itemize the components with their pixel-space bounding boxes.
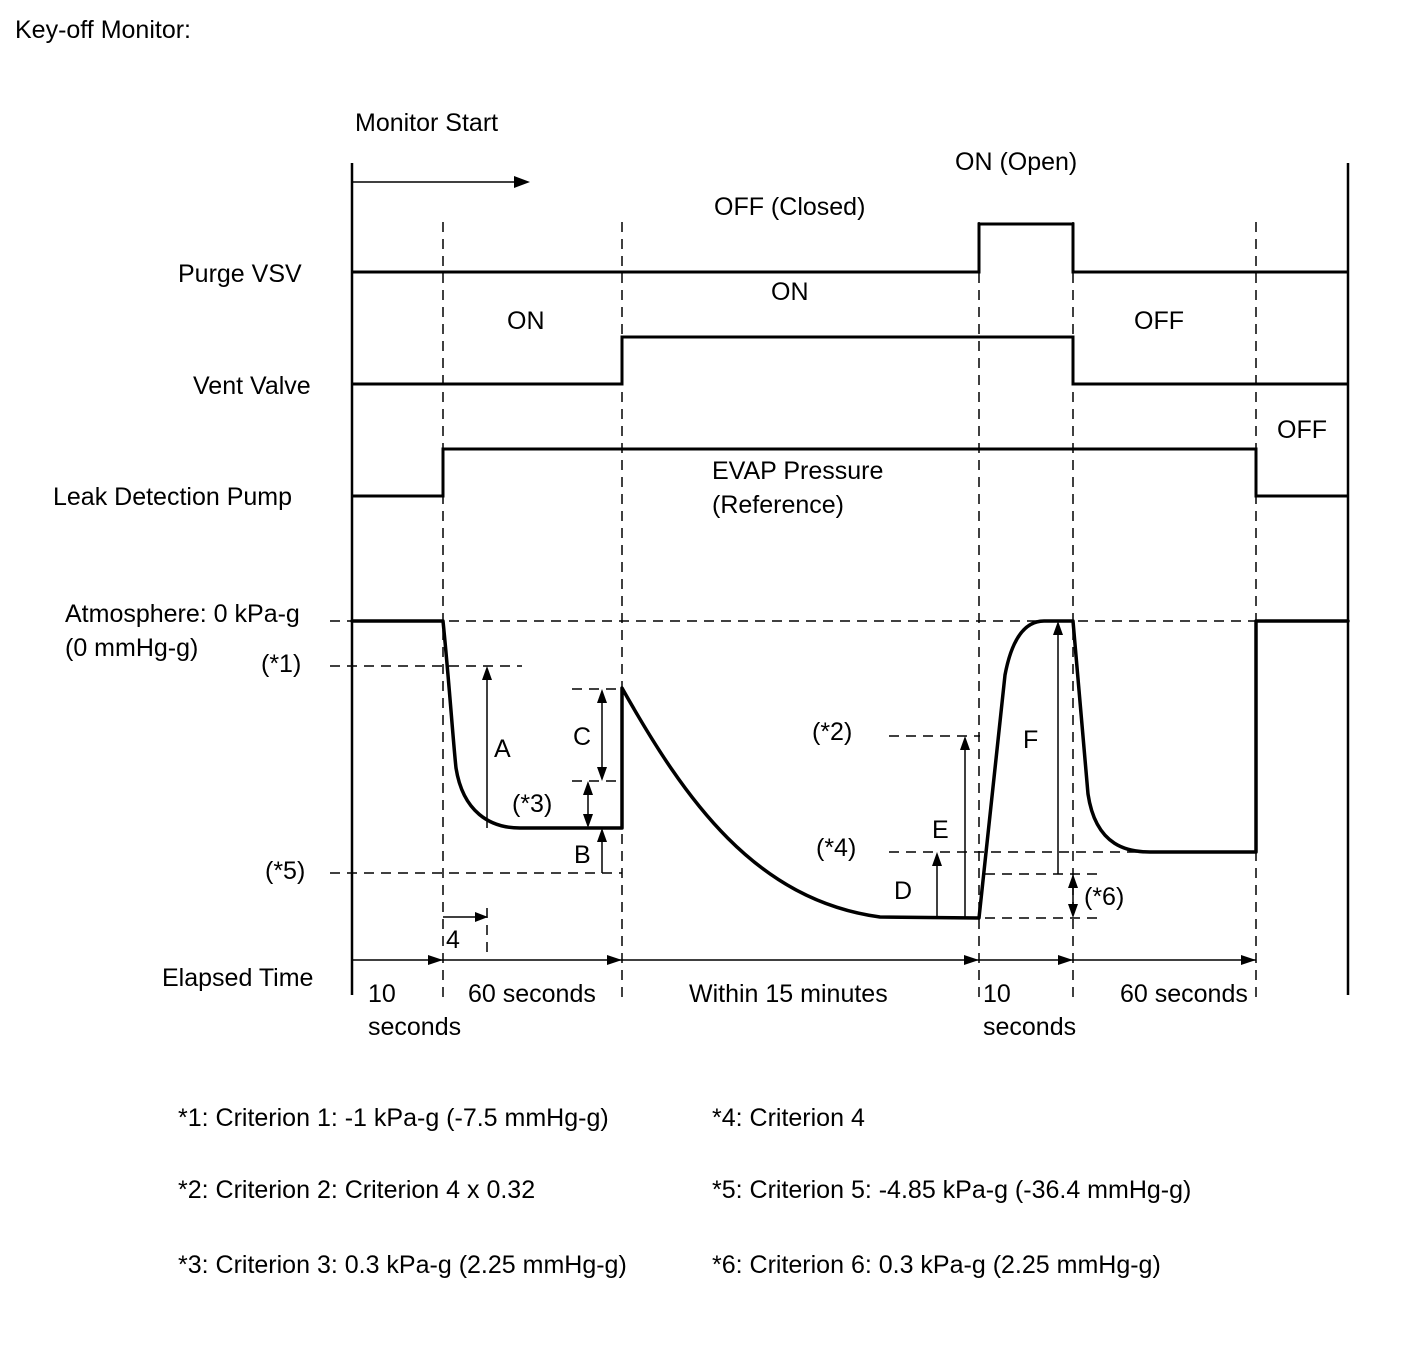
vent-valve-on-label-2: ON: [771, 278, 809, 306]
arrow-a-head: [482, 666, 492, 680]
elapsed-seg2: 60 seconds: [468, 980, 596, 1008]
marker-f: F: [1023, 726, 1038, 754]
marker-criterion-4: (*4): [816, 834, 856, 862]
elapsed-arrowhead-1: [428, 955, 443, 965]
purge-vsv-signal: [352, 222, 1348, 274]
elapsed-arrowhead-3: [964, 955, 979, 965]
arrow-criterion-6-head-top: [1068, 874, 1078, 888]
vent-valve-off-label: OFF: [1134, 307, 1184, 335]
marker-d: D: [894, 877, 912, 905]
marker-criterion-5: (*5): [265, 857, 305, 885]
marker-criterion-3: (*3): [512, 790, 552, 818]
marker-a: A: [494, 735, 511, 763]
vent-valve-signal: [352, 335, 1348, 386]
elapsed-seg4-value: 10: [983, 980, 1011, 1008]
delay-arrowhead: [475, 912, 488, 922]
arrow-c-head-top: [597, 689, 607, 703]
note-criterion-4: *4: Criterion 4: [712, 1104, 865, 1132]
monitor-start-label: Monitor Start: [355, 109, 498, 137]
arrow-criterion-3-head-top: [583, 781, 593, 795]
diagram-title: Key-off Monitor:: [15, 16, 191, 44]
marker-c: C: [573, 723, 591, 751]
elapsed-seg1-value: 10: [368, 980, 396, 1008]
atmosphere-label: Atmosphere: 0 kPa-g: [65, 600, 300, 628]
leak-detection-pump-off-label: OFF: [1277, 416, 1327, 444]
note-criterion-6: *6: Criterion 6: 0.3 kPa-g (2.25 mmHg-g): [712, 1251, 1161, 1279]
purge-vsv-on-label: ON (Open): [955, 148, 1077, 176]
atmosphere-unit-label: (0 mmHg-g): [65, 634, 198, 662]
note-criterion-2: *2: Criterion 2: Criterion 4 x 0.32: [178, 1176, 535, 1204]
elapsed-seg4-unit: seconds: [983, 1013, 1076, 1041]
elapsed-time-label: Elapsed Time: [162, 964, 313, 992]
evap-pressure-title: EVAP Pressure: [712, 457, 883, 485]
purge-vsv-label: Purge VSV: [178, 260, 302, 288]
marker-b: B: [574, 841, 591, 869]
note-criterion-3: *3: Criterion 3: 0.3 kPa-g (2.25 mmHg-g): [178, 1251, 627, 1279]
evap-pressure-subtitle: (Reference): [712, 491, 844, 519]
elapsed-seg3: Within 15 minutes: [689, 980, 888, 1008]
evap-pressure-curve: [350, 619, 1350, 920]
purge-vsv-off-label: OFF (Closed): [714, 193, 865, 221]
marker-e: E: [932, 816, 949, 844]
elapsed-arrowhead-5: [1241, 955, 1256, 965]
elapsed-arrowhead-2: [607, 955, 622, 965]
marker-criterion-2: (*2): [812, 718, 852, 746]
vent-valve-label: Vent Valve: [193, 372, 311, 400]
arrow-b-head: [597, 828, 607, 842]
monitor-start-arrowhead: [514, 176, 530, 188]
marker-criterion-6: (*6): [1084, 883, 1124, 911]
arrow-f-head: [1053, 621, 1063, 635]
marker-criterion-1: (*1): [261, 650, 301, 678]
elapsed-seg5: 60 seconds: [1120, 980, 1248, 1008]
arrow-e-head: [960, 736, 970, 750]
elapsed-arrowhead-4: [1058, 955, 1073, 965]
arrow-c-head-bottom: [597, 767, 607, 781]
leak-detection-pump-label: Leak Detection Pump: [53, 483, 292, 511]
arrow-criterion-6-head-bottom: [1068, 904, 1078, 918]
arrow-criterion-3-head-bottom: [583, 814, 593, 828]
leak-detection-pump-signal: [352, 447, 1348, 498]
elapsed-seg1-unit: seconds: [368, 1013, 461, 1041]
note-criterion-1: *1: Criterion 1: -1 kPa-g (-7.5 mmHg-g): [178, 1104, 609, 1132]
arrow-d-head: [932, 852, 942, 866]
vent-valve-on-label-1: ON: [507, 307, 545, 335]
delay-label: 4: [446, 926, 460, 954]
note-criterion-5: *5: Criterion 5: -4.85 kPa-g (-36.4 mmHg…: [712, 1176, 1191, 1204]
